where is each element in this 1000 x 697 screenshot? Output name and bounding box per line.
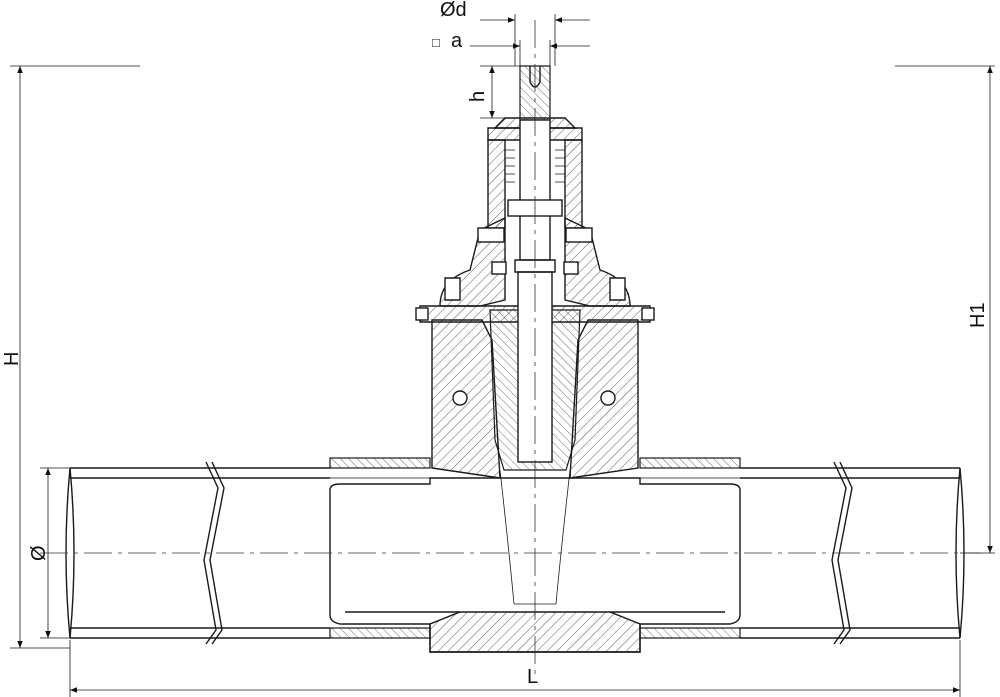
dimension-label-length: L (527, 666, 538, 688)
pipe-left (65, 461, 330, 645)
dimension-label-square: a (451, 30, 463, 52)
dimension-label-h1: H1 (967, 302, 989, 328)
dimension-lines (10, 14, 995, 697)
square-symbol: □ (432, 35, 440, 50)
dimension-label-pipe-diameter: Ø (28, 545, 50, 561)
dimension-label-h: h (467, 91, 489, 102)
pipe-right (740, 461, 965, 645)
dimension-label-total-height: H (1, 352, 23, 366)
center-lines (40, 20, 980, 675)
dimension-label-stem-diameter: Ød (440, 0, 467, 21)
valve-bonnet (415, 117, 655, 479)
